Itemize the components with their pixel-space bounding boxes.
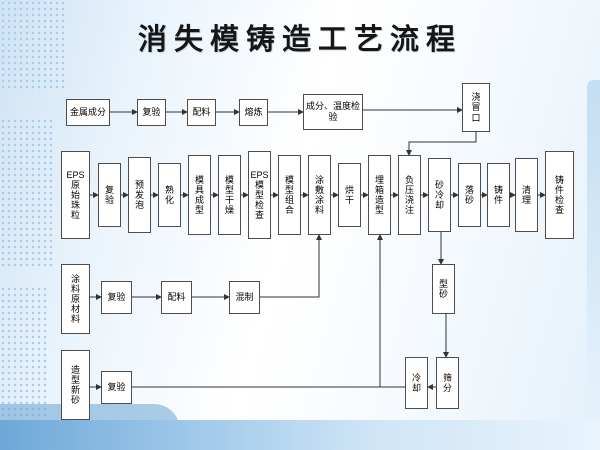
- flow-node-fuyan4: 复验: [101, 371, 132, 404]
- background-right-band: [587, 80, 600, 390]
- flow-node-peiliao2: 配料: [161, 281, 192, 314]
- flow-node-honggan: 烘干: [338, 163, 361, 227]
- flow-node-zuhe: 模型组合: [278, 155, 301, 235]
- flow-node-shaleng: 砂冷却: [428, 158, 451, 232]
- background-dots-top-left: [0, 0, 64, 92]
- flow-node-shuhua: 熟化: [158, 163, 181, 227]
- slide-title: 消失模铸造工艺流程: [137, 24, 462, 56]
- flow-node-tuliaoraw: 涂料原材料: [61, 264, 90, 334]
- flow-node-ronglian: 熔炼: [239, 99, 268, 126]
- flow-node-fuyan3: 复验: [101, 281, 132, 314]
- flow-node-fuyan2: 复验: [98, 163, 121, 227]
- flow-node-peiliao1: 配料: [187, 99, 216, 126]
- flow-node-wenjian: 成分、温度检验: [303, 94, 363, 130]
- flow-node-yufapao: 预发泡: [128, 157, 151, 233]
- flow-node-luosha: 落砂: [458, 163, 481, 227]
- flow-node-xinsha: 造型新砂: [61, 350, 90, 420]
- flow-node-fuya: 负压浇注: [398, 155, 421, 235]
- flow-node-ganzao: 模型干燥: [218, 155, 241, 235]
- background-dots-left-middle: [0, 118, 54, 266]
- flow-node-metal: 金属成分: [66, 99, 110, 126]
- flow-node-xingsha: 型砂: [432, 264, 455, 314]
- flow-node-maixiang: 埋箱造型: [368, 155, 391, 235]
- background-bottom-bar: [0, 420, 600, 450]
- flow-node-fuyan1: 复验: [137, 99, 166, 126]
- flow-node-zhujian: 铸件: [487, 163, 510, 227]
- flow-node-jiancha: 铸件检查: [545, 151, 574, 239]
- flow-node-moju: 模具成型: [188, 155, 211, 235]
- flow-node-shaifen: 筛分: [436, 357, 459, 409]
- flow-node-hunzhi: 混制: [229, 281, 260, 314]
- flow-node-lengque: 冷却: [405, 357, 428, 409]
- background-dots-left-bottom: [0, 286, 46, 418]
- flow-node-jiaomaokou: 浇冒口: [462, 83, 490, 132]
- flow-node-qingli: 清理: [515, 158, 538, 232]
- flow-node-tufu: 涂敷涂料: [308, 155, 331, 235]
